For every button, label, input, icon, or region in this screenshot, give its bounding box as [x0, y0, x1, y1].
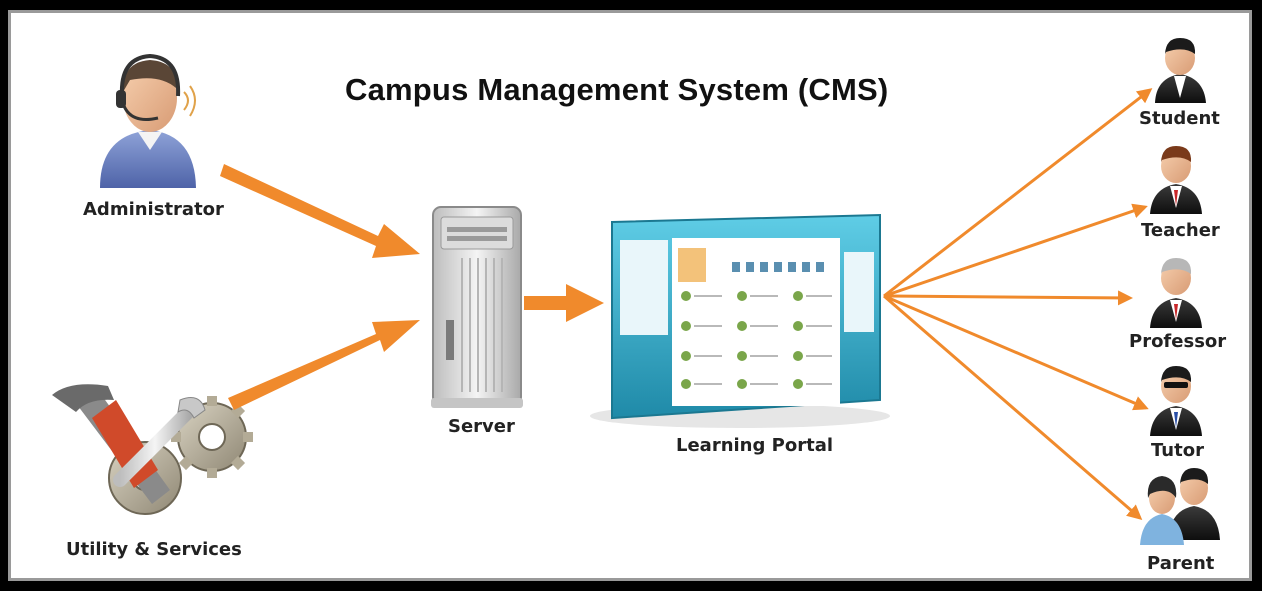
- professor-label: Professor: [1129, 331, 1227, 352]
- arrow-to-tutor: [883, 294, 1149, 411]
- student-person-icon: [1155, 38, 1206, 103]
- arrow-to-teacher: [883, 203, 1148, 298]
- teacher-label: Teacher: [1141, 220, 1220, 241]
- arrow-utility-to-server: [228, 320, 420, 410]
- connector-arrows: [220, 164, 604, 410]
- arrow-to-parent: [883, 294, 1143, 520]
- arrow-to-professor: [883, 290, 1133, 306]
- tools-gears-icon: [52, 384, 253, 515]
- student-label: Student: [1139, 108, 1220, 129]
- parent-persons-icon: [1140, 468, 1220, 545]
- arrow-administrator-to-server: [220, 164, 420, 258]
- teacher-person-icon: [1150, 146, 1202, 214]
- portal-window-icon: [590, 213, 890, 428]
- administrator-label: Administrator: [83, 199, 224, 220]
- utility-label: Utility & Services: [66, 539, 242, 560]
- tutor-person-icon: [1150, 366, 1202, 436]
- arrow-server-to-portal: [524, 284, 604, 322]
- arrow-to-student: [883, 88, 1153, 298]
- server-label: Server: [448, 416, 515, 437]
- fan-out-arrows: [883, 88, 1153, 520]
- diagram-title: Campus Management System (CMS): [345, 72, 889, 107]
- tutor-label: Tutor: [1151, 440, 1204, 461]
- portal-label: Learning Portal: [676, 435, 834, 456]
- headset-person-icon: [100, 53, 196, 188]
- parent-label: Parent: [1147, 553, 1215, 574]
- professor-person-icon: [1150, 258, 1202, 328]
- server-tower-icon: [431, 206, 523, 408]
